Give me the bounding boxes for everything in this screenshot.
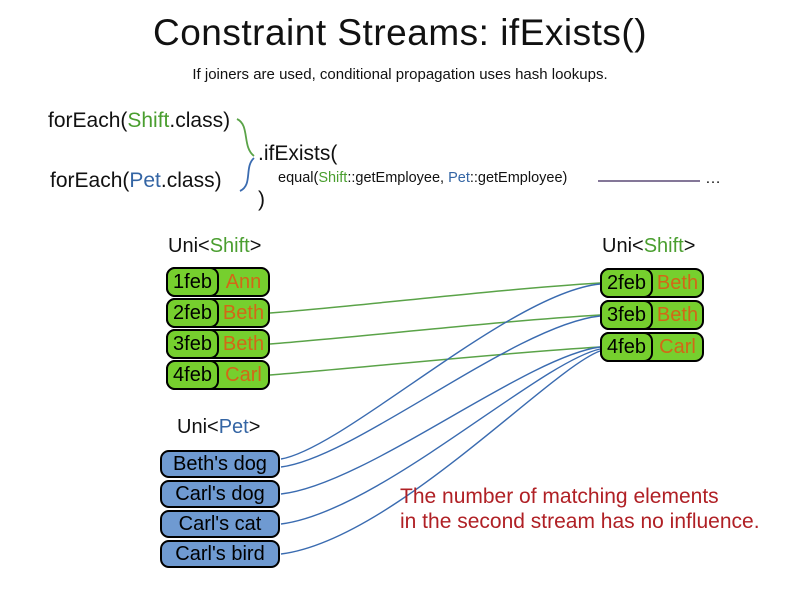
shift-employee: Carl [225,363,262,386]
shift-card: 3feb Beth [600,300,704,330]
match-line-bethsdog-3feb [280,315,601,468]
pet-class-token: Pet [129,169,161,192]
note-line-1: The number of matching elements [400,485,719,508]
code-ifexists: .ifExists( [258,142,338,165]
pet-card: Carl's cat [160,510,280,538]
note-line-2: in the second stream has no influence. [400,510,760,533]
match-line-2feb [269,282,601,314]
shift-type-token: Shift [643,235,684,257]
shift-class-token: Shift [127,109,170,132]
shift-date: 3feb [600,300,653,330]
match-line-4feb [269,346,601,376]
left-stream-label: Uni<Shift> [168,235,261,258]
code-ellipsis: … [705,170,721,187]
slide-subtitle: If joiners are used, conditional propaga… [192,66,608,83]
pet-card: Carl's dog [160,480,280,508]
shift-employee: Beth [656,271,699,294]
shift-employee: Ann [225,270,262,293]
shift-date: 2feb [166,298,219,328]
right-shift-table: 2feb Beth 3feb Beth 4feb Carl [600,268,704,362]
code-text: .class) [169,109,231,132]
pet-card: Beth's dog [160,450,280,478]
code-foreach-pet: forEach(Pet.class) [50,169,222,193]
shift-date: 1feb [166,267,219,297]
code-foreach-shift: forEach(Shift.class) [48,109,230,133]
label-text: Uni< [168,235,210,257]
pet-list: Beth's dog Carl's dog Carl's cat Carl's … [160,450,280,568]
shift-employee: Beth [222,301,265,324]
slide-title: Constraint Streams: ifExists() [152,12,648,53]
shift-date: 4feb [600,332,653,362]
match-line-bethsdog-2feb [280,283,601,460]
match-line-3feb [269,314,601,345]
shift-card: 2feb Beth [166,298,270,328]
code-text: .class) [160,169,222,192]
code-text: forEach( [50,169,130,192]
pet-class-token: Pet [448,170,470,186]
pet-card: Carl's bird [160,540,280,568]
shift-employee: Beth [656,303,699,326]
brace-bottom-blue [239,157,255,192]
code-text: equal( [278,170,319,186]
brace-top-green [236,118,255,157]
code-text: forEach( [48,109,128,132]
shift-card: 4feb Carl [166,360,270,390]
shift-date: 3feb [166,329,219,359]
pet-type-token: Pet [218,416,249,438]
code-equal-joiner: equal(Shift::getEmployee, Pet::getEmploy… [278,170,567,186]
shift-employee: Beth [222,332,265,355]
label-text: Uni< [177,416,219,438]
match-line-carlsdog-4feb [280,346,601,495]
shift-date: 4feb [166,360,219,390]
label-text: > [249,235,262,257]
code-text: ::getEmployee) [469,170,568,186]
shift-card: 1feb Ann [166,267,270,297]
code-close-paren: ) [258,188,265,211]
label-text: > [683,235,696,257]
shift-date: 2feb [600,268,653,298]
shift-card: 4feb Carl [600,332,704,362]
right-stream-label: Uni<Shift> [602,235,695,258]
pet-stream-label: Uni<Pet> [177,416,260,439]
label-text: > [248,416,261,438]
influence-note: The number of matching elements in the s… [400,484,760,534]
shift-type-token: Shift [209,235,250,257]
left-shift-table: 1feb Ann 2feb Beth 3feb Beth 4feb Carl [166,267,270,390]
shift-class-token: Shift [318,170,348,186]
shift-card: 2feb Beth [600,268,704,298]
shift-card: 3feb Beth [166,329,270,359]
shift-employee: Carl [659,335,696,358]
code-text: ::getEmployee, [347,170,449,186]
label-text: Uni< [602,235,644,257]
